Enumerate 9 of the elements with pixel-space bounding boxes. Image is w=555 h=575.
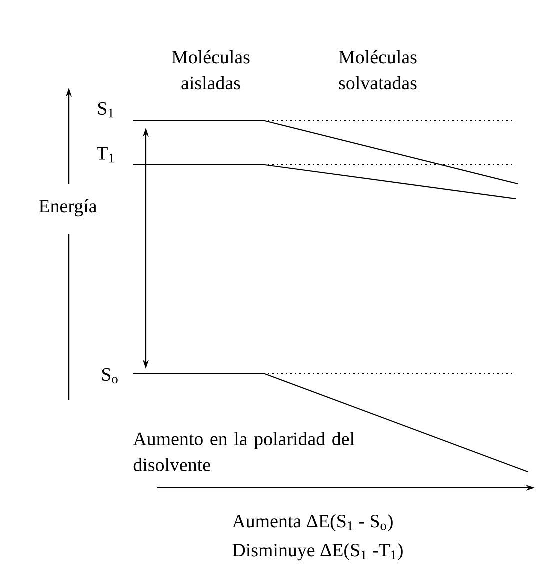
level-label: S$_{o}$ bbox=[102, 368, 118, 384]
level-label: S$_{1}$ bbox=[98, 102, 114, 118]
axis-caption: Aumento en la polaridad del disolvente bbox=[133, 432, 355, 472]
note-text: Disminuye ΔE(S$_{1}$ -T$_{1}$) bbox=[232, 543, 403, 561]
axis-label: Energía bbox=[39, 199, 97, 217]
note-text: Aumenta ΔE(S$_{1}$ - S$_{o}$) bbox=[232, 514, 393, 532]
level-label: T$_{1}$ bbox=[97, 147, 114, 163]
column-heading: Moléculas solvatadas bbox=[339, 50, 417, 90]
column-heading: Moléculas aisladas bbox=[172, 50, 250, 90]
